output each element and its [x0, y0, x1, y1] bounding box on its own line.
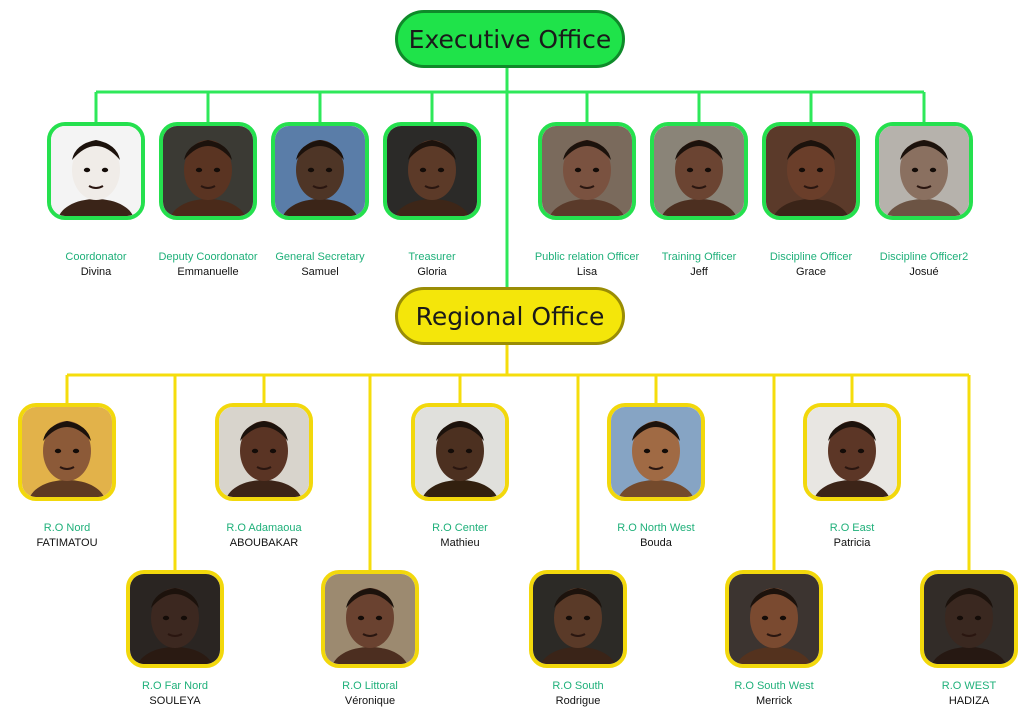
member-name: Mathieu	[440, 537, 480, 549]
member-role: R.O Adamaoua	[226, 522, 302, 534]
member-name: Jeff	[690, 266, 708, 278]
member-name: Merrick	[755, 695, 793, 707]
member-name: Gloria	[417, 266, 447, 278]
member-role: R.O North West	[617, 522, 695, 534]
member-role: Discipline Officer2	[879, 251, 969, 263]
member-name: Patricia	[833, 537, 871, 549]
executive-photo-deputy-coordonator	[159, 122, 257, 220]
member-name: Véronique	[344, 695, 396, 707]
member-name: Bouda	[640, 537, 672, 549]
executive-photo-general-secretary	[271, 122, 369, 220]
member-role: Discipline Officer	[769, 251, 853, 263]
member-name: Lisa	[576, 266, 598, 278]
member-name: Josué	[909, 266, 939, 278]
member-name: FATIMATOU	[36, 537, 98, 549]
member-role: General Secretary	[275, 251, 365, 263]
member-role: Treasurer	[408, 251, 456, 263]
regional-photo-r-o-north-west	[607, 403, 705, 501]
regional-photo-r-o-far-nord	[126, 570, 224, 668]
member-name: Rodrigue	[555, 695, 601, 707]
member-role: Deputy Coordonator	[158, 251, 258, 263]
member-name: SOULEYA	[149, 695, 201, 707]
member-role: R.O Far Nord	[141, 680, 208, 692]
member-name: ABOUBAKAR	[229, 537, 299, 549]
member-name: Grace	[796, 266, 826, 278]
regional-office-title: Regional Office	[395, 287, 625, 345]
executive-photo-training-officer	[650, 122, 748, 220]
regional-photo-r-o-adamaoua	[215, 403, 313, 501]
executive-photo-discipline-officer2	[875, 122, 973, 220]
executive-photo-discipline-officer	[762, 122, 860, 220]
regional-photo-r-o-littoral	[321, 570, 419, 668]
regional-photo-r-o-nord	[18, 403, 116, 501]
member-name: Emmanuelle	[177, 266, 239, 278]
executive-photo-public-relation-officer	[538, 122, 636, 220]
member-role: R.O South	[552, 680, 604, 692]
regional-photo-r-o-south	[529, 570, 627, 668]
member-role: Training Officer	[661, 251, 737, 263]
member-role: R.O WEST	[941, 680, 997, 692]
regional-photo-r-o-east	[803, 403, 901, 501]
executive-office-title: Executive Office	[395, 10, 625, 68]
member-role: R.O Littoral	[342, 680, 398, 692]
regional-photo-r-o-west	[920, 570, 1018, 668]
regional-photo-r-o-center	[411, 403, 509, 501]
member-role: Coordonator	[65, 251, 127, 263]
regional-photo-r-o-south-west	[725, 570, 823, 668]
member-name: Divina	[80, 266, 112, 278]
member-role: Public relation Officer	[534, 251, 640, 263]
member-name: HADIZA	[948, 695, 990, 707]
member-role: R.O Center	[432, 522, 488, 534]
executive-photo-treasurer	[383, 122, 481, 220]
member-role: R.O South West	[734, 680, 814, 692]
member-role: R.O East	[829, 522, 875, 534]
executive-photo-coordonator	[47, 122, 145, 220]
regional-label-r-o-west: R.O WEST HADIZA	[894, 679, 1024, 709]
member-role: R.O Nord	[43, 522, 91, 534]
member-name: Samuel	[301, 266, 339, 278]
